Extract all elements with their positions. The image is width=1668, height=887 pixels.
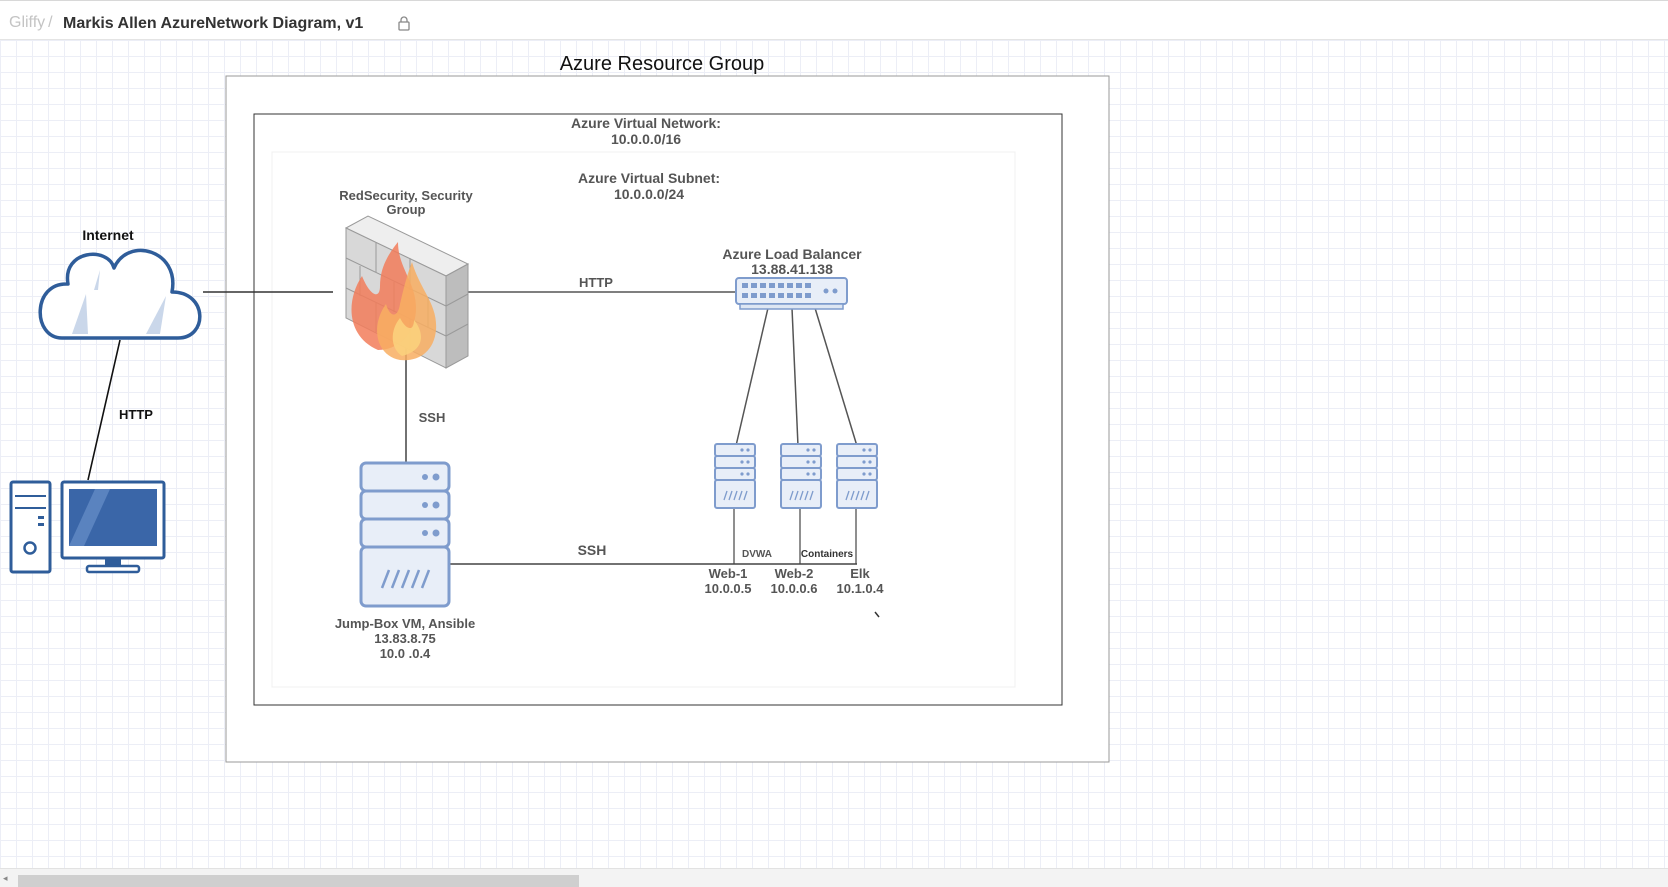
- stray-mark: [874, 611, 880, 618]
- header-bar: Gliffy/ Markis Allen AzureNetwork Diagra…: [0, 0, 1668, 40]
- diagram-canvas[interactable]: Azure Resource Group Azure Virtual Netwo…: [0, 40, 1668, 868]
- web2-name: Web-2: [774, 566, 814, 581]
- load-balancer-ip: 13.88.41.138: [751, 261, 833, 277]
- firewall-icon[interactable]: [344, 215, 470, 369]
- elk-name: Elk: [850, 566, 870, 581]
- subnet-cidr: 10.0.0.0/24: [613, 186, 685, 202]
- jumpbox-public-ip: 13.83.8.75: [374, 631, 436, 646]
- breadcrumb: Gliffy/: [9, 14, 57, 32]
- vnet-cidr: 10.0.0.0/16: [610, 131, 682, 147]
- resource-group-title: Azure Resource Group: [559, 53, 765, 75]
- jumpbox-title: Jump-Box VM, Ansible: [334, 616, 476, 631]
- dvwa-label: DVWA: [742, 549, 772, 560]
- elk-ip: 10.1.0.4: [836, 581, 884, 596]
- desktop-computer-icon[interactable]: [9, 480, 166, 574]
- breadcrumb-separator: /: [48, 14, 53, 31]
- app-home-link[interactable]: Gliffy: [9, 14, 46, 31]
- internet-workstation-line[interactable]: [87, 339, 121, 481]
- subnet-title: Azure Virtual Subnet:: [577, 170, 721, 186]
- lb-web2-line[interactable]: [791, 307, 799, 447]
- document-title[interactable]: Markis Allen AzureNetwork Diagram, v1: [63, 15, 364, 32]
- lb-web1-line[interactable]: [734, 307, 769, 451]
- lock-icon[interactable]: [398, 16, 410, 31]
- server-icon[interactable]: [359, 461, 451, 608]
- server-elk-icon[interactable]: [836, 443, 878, 509]
- web2-ip: 10.0.0.6: [770, 581, 818, 596]
- nsg-label-line2: Group: [386, 202, 426, 217]
- lb-elk-line[interactable]: [814, 307, 858, 447]
- server-web2-icon[interactable]: [780, 443, 822, 509]
- nsg-label-line1: RedSecurity, Security: [339, 188, 473, 203]
- network-switch-icon[interactable]: [735, 277, 848, 310]
- jumpbox-servers-ssh-label: SSH: [577, 542, 607, 558]
- internet-label: Internet: [82, 227, 134, 243]
- scrollbar-thumb[interactable]: [18, 875, 579, 887]
- internet-http-label: HTTP: [119, 407, 153, 422]
- jumpbox-private-ip: 10.0 .0.4: [379, 646, 431, 661]
- server-web1-icon[interactable]: [714, 443, 756, 509]
- containers-label: Containers: [800, 549, 854, 560]
- load-balancer-title: Azure Load Balancer: [722, 246, 862, 262]
- web1-ip: 10.0.0.5: [704, 581, 752, 596]
- cloud-icon[interactable]: [38, 248, 202, 340]
- vnet-title: Azure Virtual Network:: [571, 115, 721, 131]
- nsg-lb-http-label: HTTP: [579, 275, 613, 290]
- network-diagram: [9, 75, 1110, 763]
- scroll-left-arrow-icon[interactable]: ◂: [3, 873, 8, 883]
- horizontal-scrollbar[interactable]: ◂: [0, 868, 1668, 887]
- web1-name: Web-1: [708, 566, 748, 581]
- nsg-jumpbox-ssh-label: SSH: [418, 410, 446, 425]
